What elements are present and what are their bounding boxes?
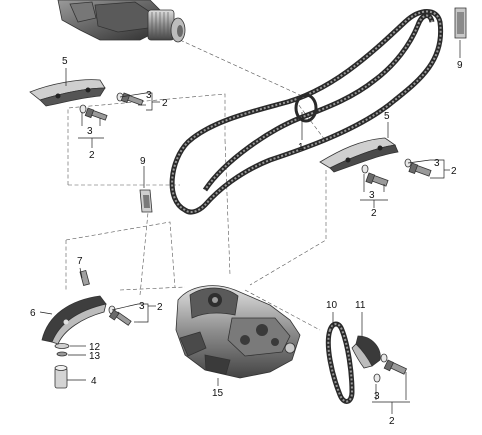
callout-4: 4 (91, 376, 97, 387)
callout-11: 11 (355, 300, 366, 311)
guide-rail-right (319, 137, 399, 173)
callout-2-lower-right: 2 (389, 416, 395, 427)
callout-labels: 5 3 2 3 2 9 1 9 5 3 2 3 2 7 6 3 2 12 13 … (30, 56, 463, 427)
callout-9-top-right: 9 (457, 60, 463, 71)
callout-15: 15 (212, 388, 224, 399)
callout-5-upper-left: 5 (62, 56, 68, 67)
crankshaft (57, 0, 186, 43)
callout-5-right: 5 (384, 111, 390, 122)
callout-2-right-a: 2 (451, 166, 457, 177)
callout-3-right-b: 3 (369, 190, 375, 201)
assembly-guide-lines (65, 12, 461, 331)
callout-13: 13 (89, 351, 101, 362)
bushing-part-4 (54, 365, 68, 389)
callout-2-upper-left-b: 2 (89, 150, 95, 161)
callout-2-lower-left: 2 (157, 302, 163, 313)
oil-pump-chain-part-10 (325, 321, 355, 404)
callout-9-middle: 9 (140, 156, 146, 167)
timing-chain (169, 9, 444, 215)
tensioner-guide-part-6 (41, 295, 107, 345)
callout-12: 12 (89, 342, 101, 353)
bolt-set-lower-left (108, 305, 132, 326)
oil-pump-part-15 (175, 285, 301, 379)
callout-3-upper-left-b: 3 (87, 126, 93, 137)
callout-3-lower-left: 3 (139, 301, 145, 312)
pin-part-7 (79, 269, 90, 287)
washers-12-13 (54, 343, 70, 357)
callout-7: 7 (77, 256, 83, 267)
guide-plate-top-right (454, 7, 467, 39)
guide-rail-upper-left (29, 79, 106, 107)
guide-plate-middle (139, 189, 153, 213)
bolt-set-right (361, 158, 432, 187)
leader-lines (39, 40, 461, 414)
callout-3-lower-right: 3 (374, 391, 380, 402)
callout-3-upper-left-a: 3 (146, 90, 152, 101)
callout-6: 6 (30, 308, 36, 319)
bolt-set-lower-right (373, 353, 408, 383)
callout-10: 10 (326, 300, 338, 311)
callout-2-right-b: 2 (371, 208, 377, 219)
callout-1-chain: 1 (298, 142, 304, 153)
callout-2-upper-left-a: 2 (162, 98, 168, 109)
chain-guide-part-11 (351, 335, 381, 369)
callout-3-right-a: 3 (434, 158, 440, 169)
